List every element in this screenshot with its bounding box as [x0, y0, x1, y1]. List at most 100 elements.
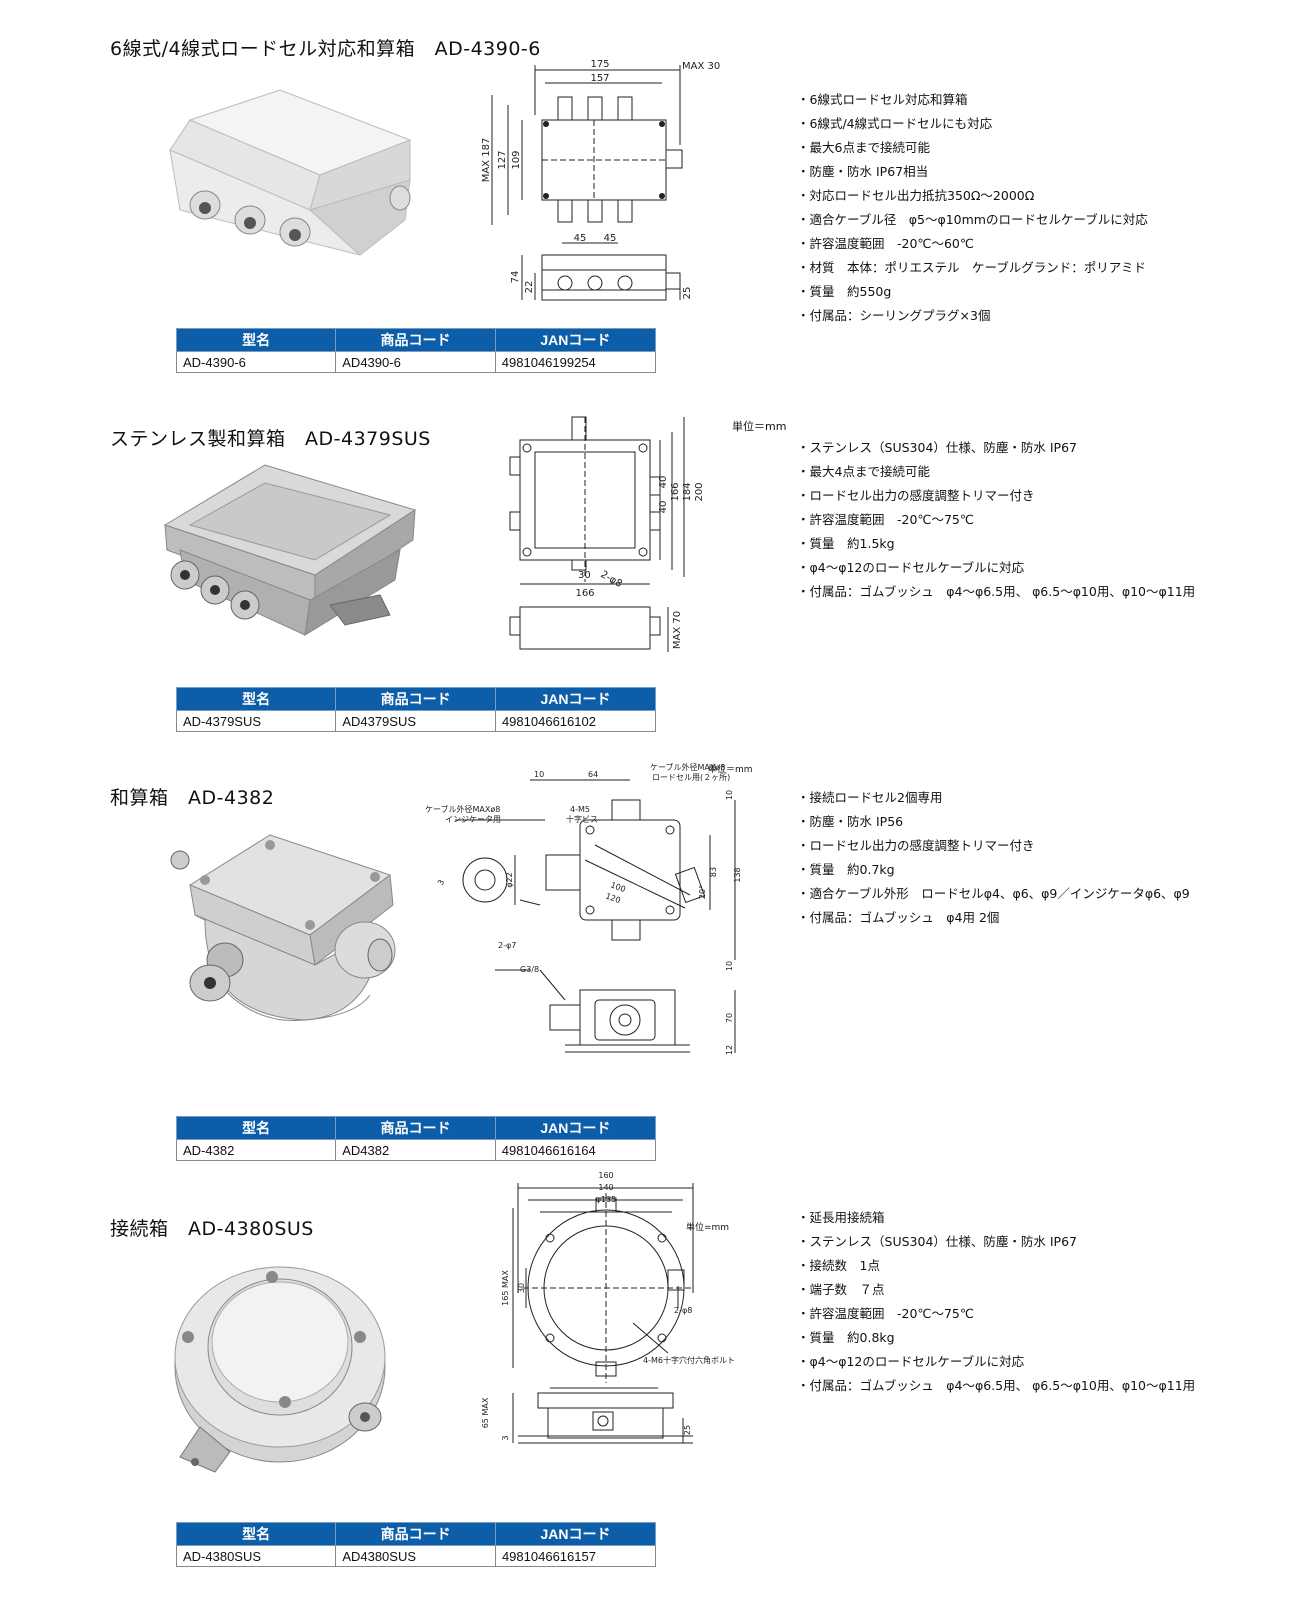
dim-label: 165 MAX [501, 1270, 510, 1306]
table-header: 型名 [175, 687, 337, 711]
dimension-drawing: 175 157 MAX 30 MAX 187 127 109 45 45 74 … [481, 59, 720, 301]
spec-item: 許容温度範囲 -20℃～75℃ [797, 1302, 1195, 1326]
table-header: JANコード [494, 1116, 657, 1140]
dim-label: 83 [709, 867, 718, 877]
dim-label: 64 [588, 770, 598, 779]
product-code-table: 型名 商品コード JANコード AD-4382 AD4382 498104661… [175, 1116, 657, 1161]
dim-label: 166 [575, 588, 594, 599]
model-cell: AD-4382 [175, 1139, 337, 1161]
spec-item: 質量 約1.5kg [797, 532, 1195, 556]
dim-label: φ135 [596, 1195, 617, 1204]
dim-label: 10 [725, 790, 734, 800]
dim-label: ケーブル外径MAXø8 [650, 762, 725, 772]
product-photo [170, 834, 396, 1022]
dim-label: φ22 [505, 872, 514, 887]
dim-label: 200 [694, 482, 705, 501]
product-photo [174, 1266, 386, 1473]
table-row: AD-4379SUS AD4379SUS 4981046616102 [175, 710, 657, 732]
spec-item: 端子数 ７点 [797, 1278, 1195, 1302]
spec-item: φ4～φ12のロードセルケーブルに対応 [797, 556, 1195, 580]
dim-label: 140 [598, 1183, 613, 1192]
product-code-table: 型名 商品コード JANコード AD-4380SUS AD4380SUS 498… [175, 1522, 657, 1567]
dim-label: インジケータ用 [445, 815, 501, 824]
dim-label: 70 [725, 1013, 734, 1023]
dim-label: 25 [682, 287, 693, 300]
model-cell: AD-4390-6 [175, 351, 337, 373]
jan-code-cell: 4981046616164 [494, 1139, 657, 1161]
spec-item: ステンレス（SUS304）仕様、防塵・防水 IP67 [797, 436, 1195, 460]
spec-item: 最大4点まで接続可能 [797, 460, 1195, 484]
table-header: 商品コード [335, 328, 496, 352]
unit-note: 単位＝mm [708, 765, 753, 775]
table-header: 商品コード [335, 687, 496, 711]
product-title: 和算箱 AD-4382 [110, 787, 275, 809]
dim-label: 74 [510, 271, 521, 284]
dim-label: 65 MAX [481, 1397, 490, 1428]
unit-note: 単位＝mm [732, 420, 787, 433]
product-code-cell: AD4390-6 [335, 351, 496, 373]
dim-label: 45 [604, 233, 617, 244]
spec-item: 付属品：シーリングプラグ×3個 [797, 304, 1148, 328]
dim-label: G3/8 [520, 965, 539, 974]
spec-item: ロードセル出力の感度調整トリマー付き [797, 484, 1195, 508]
dim-label: 10 [725, 961, 734, 971]
spec-item: 防塵・防水 IP56 [797, 810, 1190, 834]
dim-label: 138 [733, 867, 742, 882]
dim-label: 127 [497, 150, 508, 169]
dim-label: 2-φ7 [498, 941, 516, 950]
jan-code-cell: 4981046616157 [494, 1545, 657, 1567]
table-header: 型名 [175, 328, 337, 352]
spec-item: 付属品：ゴムブッシュ φ4～φ6.5用、 φ6.5～φ10用、φ10～φ11用 [797, 1374, 1196, 1398]
table-header: JANコード [494, 328, 657, 352]
product-title: 接続箱 AD-4380SUS [110, 1218, 314, 1240]
spec-item: 付属品：ゴムブッシュ φ4～φ6.5用、 φ6.5～φ10用、φ10～φ11用 [797, 580, 1196, 604]
spec-list: 6線式ロードセル対応和算箱 6線式/4線式ロードセルにも対応 最大6点まで接続可… [797, 88, 1148, 328]
spec-item: ステンレス（SUS304）仕様、防塵・防水 IP67 [797, 1230, 1195, 1254]
spec-item: 防塵・防水 IP67相当 [797, 160, 1148, 184]
dim-label: 166 [670, 482, 681, 501]
dim-label: 40 [658, 501, 669, 514]
dim-label: 109 [511, 150, 522, 169]
product-code-cell: AD4382 [335, 1139, 496, 1161]
spec-item: ロードセル出力の感度調整トリマー付き [797, 834, 1190, 858]
dim-label: MAX 187 [481, 138, 492, 183]
unit-note: 単位=mm [686, 1223, 730, 1233]
table-row: AD-4390-6 AD4390-6 4981046199254 [175, 351, 657, 373]
dim-label: 2-φ8 [674, 1306, 692, 1315]
spec-item: 材質 本体：ポリエステル ケーブルグランド：ポリアミド [797, 256, 1148, 280]
spec-item: 適合ケーブル径 φ5～φ10mmのロードセルケーブルに対応 [797, 208, 1148, 232]
product-title: 6線式/4線式ロードセル対応和算箱 AD-4390-6 [110, 38, 541, 60]
spec-item: 延長用接続箱 [797, 1206, 1195, 1230]
spec-item: 6線式/4線式ロードセルにも対応 [797, 112, 1148, 136]
spec-list: ステンレス（SUS304）仕様、防塵・防水 IP67 最大4点まで接続可能 ロー… [797, 436, 1196, 604]
spec-item: 対応ロードセル出力抵抗350Ω～2000Ω [797, 184, 1148, 208]
dim-label: 3 [436, 878, 446, 887]
jan-code-cell: 4981046616102 [494, 710, 657, 732]
table-header: JANコード [494, 687, 657, 711]
dim-label: MAX 70 [672, 611, 683, 649]
table-header: 商品コード [335, 1522, 496, 1546]
dim-label: 4-M5 [570, 805, 590, 814]
dim-label: MAX 30 [682, 61, 720, 72]
spec-item: 許容温度範囲 -20℃～75℃ [797, 508, 1195, 532]
spec-item: 接続数 1点 [797, 1254, 1195, 1278]
product-code-table: 型名 商品コード JANコード AD-4379SUS AD4379SUS 498… [175, 687, 657, 732]
dim-label: ロードセル用(２ヶ所) [652, 772, 730, 782]
product-code-cell: AD4380SUS [335, 1545, 496, 1567]
model-cell: AD-4380SUS [175, 1545, 337, 1567]
dim-label: 十字ビス [566, 814, 598, 824]
dim-label: 45 [574, 233, 587, 244]
table-header: JANコード [494, 1522, 657, 1546]
spec-item: 6線式ロードセル対応和算箱 [797, 88, 1148, 112]
dimension-drawing: 10 64 ケーブル外径MAXø8 ロードセル用(２ヶ所) ケーブル外径MAXø… [425, 762, 742, 1055]
dim-label: 3 [501, 1435, 510, 1440]
spec-item: 質量 約0.7kg [797, 858, 1190, 882]
dim-label: 160 [598, 1171, 613, 1180]
product-photo [169, 89, 412, 256]
table-header: 型名 [175, 1522, 337, 1546]
dim-label: 40 [658, 476, 669, 489]
jan-code-cell: 4981046199254 [494, 351, 657, 373]
table-header: 型名 [175, 1116, 337, 1140]
product-photo [163, 464, 417, 636]
dim-label: 175 [590, 59, 609, 70]
